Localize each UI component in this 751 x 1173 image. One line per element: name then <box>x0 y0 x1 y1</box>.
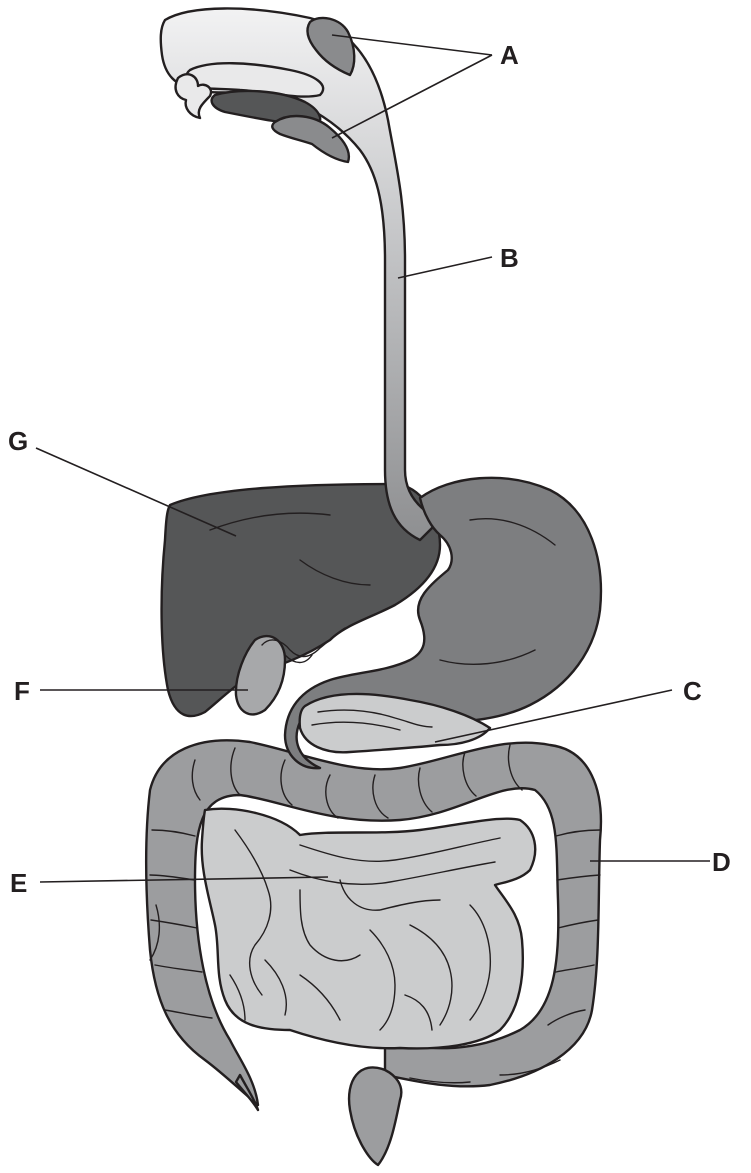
label-d: D <box>712 847 731 877</box>
label-e: E <box>10 868 27 898</box>
label-g: G <box>8 426 28 456</box>
label-a: A <box>500 40 519 70</box>
label-c: C <box>683 676 702 706</box>
label-f: F <box>14 676 30 706</box>
label-b: B <box>500 243 519 273</box>
small-intestine <box>202 809 535 1049</box>
